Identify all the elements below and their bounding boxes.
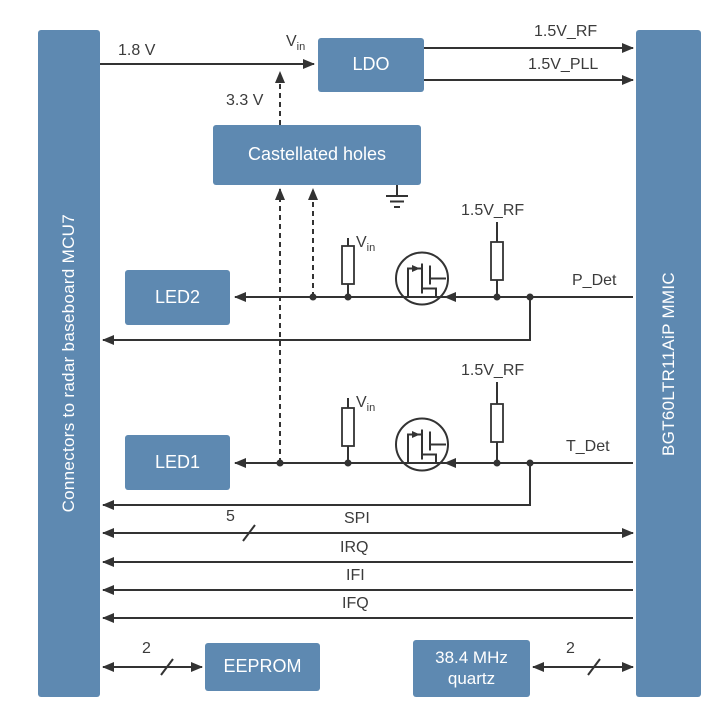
label-1v5-rf-top: 1.5V_RF [534,23,598,40]
left-connector-bar: Connectors to radar baseboard MCU7 [38,30,100,697]
bus-slash-quartz [587,658,601,676]
wire-tdet-branch [102,463,531,510]
label-1v5-pll: 1.5V_PLL [528,56,599,73]
bus-slash-eeprom [160,658,174,676]
led1-block: LED1 [125,435,230,490]
led2-label: LED2 [154,286,201,307]
led2-block: LED2 [125,270,230,325]
castellated-holes-label: Castellated holes [247,144,387,165]
label-vin-row2: Vin [356,394,376,415]
label-bus-width-5: 5 [226,508,235,525]
label-ifq: IFQ [342,595,369,612]
label-t-det: T_Det [566,438,610,455]
label-3v3: 3.3 V [226,92,264,109]
mid-arrow-row2 [444,458,456,468]
quartz-block: 38.4 MHz quartz [413,640,530,697]
eeprom-label: EEPROM [223,656,302,677]
resistor-icon-rf-row2 [490,403,504,443]
label-bus-width-eeprom: 2 [142,640,151,657]
label-ifi: IFI [346,567,365,584]
label-1v5-rf-row2: 1.5V_RF [461,362,525,379]
right-mmic-bar: BGT60LTR11AiP MMIC [636,30,701,697]
led1-label: LED1 [154,451,201,472]
resistor-icon-vin-row1 [341,245,355,285]
label-vin-top: Vin [286,33,306,54]
label-irq: IRQ [340,539,369,556]
label-p-det: P_Det [572,272,617,289]
ldo-block: LDO [318,38,424,92]
ground-icon [386,185,408,208]
label-bus-width-quartz: 2 [566,640,575,657]
label-spi: SPI [344,510,370,527]
resistor-icon-rf-row1 [490,241,504,281]
mid-arrow-row1 [444,292,456,302]
label-1v5-rf-row1: 1.5V_RF [461,202,525,219]
castellated-holes-block: Castellated holes [213,125,421,185]
wire-pdet-branch [102,297,531,345]
bus-slash-spi [242,524,256,542]
quartz-label-line1: 38.4 MHz [435,648,508,668]
label-vin-row1: Vin [356,234,376,255]
label-1v8: 1.8 V [118,42,156,59]
quartz-label-line2: quartz [447,668,496,688]
resistor-icon-vin-row2 [341,407,355,447]
eeprom-block: EEPROM [205,643,320,691]
junction-dots [276,293,534,467]
ldo-block-label: LDO [352,54,390,75]
